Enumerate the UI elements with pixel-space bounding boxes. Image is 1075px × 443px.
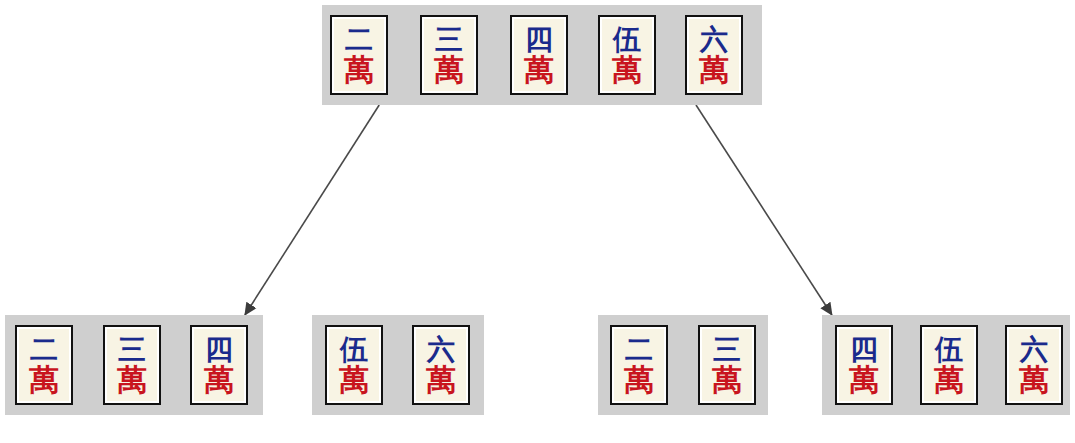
mahjong-tile: 三萬 xyxy=(103,325,161,405)
tile-numeral: 四 xyxy=(850,335,878,364)
split-arrow xyxy=(245,105,379,315)
tile-numeral: 四 xyxy=(205,335,233,364)
tile-numeral: 二 xyxy=(625,335,653,364)
tile-suit-character: 萬 xyxy=(344,54,374,86)
tile-numeral: 三 xyxy=(713,335,741,364)
tile-group-band: 二萬三萬四萬伍萬六萬 xyxy=(322,5,762,105)
tile-suit-character: 萬 xyxy=(117,364,147,396)
tile-group-band: 二萬三萬四萬 xyxy=(5,315,263,415)
tile-suit-character: 萬 xyxy=(1019,364,1049,396)
tile-numeral: 四 xyxy=(525,25,553,54)
mahjong-tile: 伍萬 xyxy=(920,325,978,405)
tile-numeral: 三 xyxy=(118,335,146,364)
tile-group-band: 二萬三萬 xyxy=(598,315,768,415)
tile-suit-character: 萬 xyxy=(204,364,234,396)
tile-numeral: 六 xyxy=(427,335,455,364)
mahjong-tile: 二萬 xyxy=(15,325,73,405)
mahjong-tile: 四萬 xyxy=(190,325,248,405)
tile-numeral: 伍 xyxy=(935,335,963,364)
mahjong-tile: 伍萬 xyxy=(325,325,383,405)
mahjong-tile: 四萬 xyxy=(510,15,568,95)
tile-suit-character: 萬 xyxy=(29,364,59,396)
tile-suit-character: 萬 xyxy=(339,364,369,396)
tile-suit-character: 萬 xyxy=(524,54,554,86)
tile-suit-character: 萬 xyxy=(612,54,642,86)
tile-numeral: 三 xyxy=(435,25,463,54)
tile-numeral: 六 xyxy=(1020,335,1048,364)
tile-numeral: 二 xyxy=(345,25,373,54)
tile-numeral: 六 xyxy=(700,25,728,54)
mahjong-tile: 二萬 xyxy=(330,15,388,95)
mahjong-tile: 六萬 xyxy=(1005,325,1063,405)
split-arrow xyxy=(696,105,832,315)
mahjong-tile: 六萬 xyxy=(412,325,470,405)
mahjong-tile: 六萬 xyxy=(685,15,743,95)
tile-suit-character: 萬 xyxy=(699,54,729,86)
mahjong-tile: 四萬 xyxy=(835,325,893,405)
mahjong-tile: 伍萬 xyxy=(598,15,656,95)
mahjong-tile: 三萬 xyxy=(420,15,478,95)
tile-group-band: 四萬伍萬六萬 xyxy=(822,315,1070,415)
tile-suit-character: 萬 xyxy=(712,364,742,396)
tile-suit-character: 萬 xyxy=(849,364,879,396)
tile-group-band: 伍萬六萬 xyxy=(312,315,484,415)
tile-suit-character: 萬 xyxy=(434,54,464,86)
tile-suit-character: 萬 xyxy=(934,364,964,396)
tile-suit-character: 萬 xyxy=(624,364,654,396)
mahjong-tile: 三萬 xyxy=(698,325,756,405)
tile-numeral: 伍 xyxy=(340,335,368,364)
tile-suit-character: 萬 xyxy=(426,364,456,396)
tile-numeral: 二 xyxy=(30,335,58,364)
mahjong-tile: 二萬 xyxy=(610,325,668,405)
tile-numeral: 伍 xyxy=(613,25,641,54)
